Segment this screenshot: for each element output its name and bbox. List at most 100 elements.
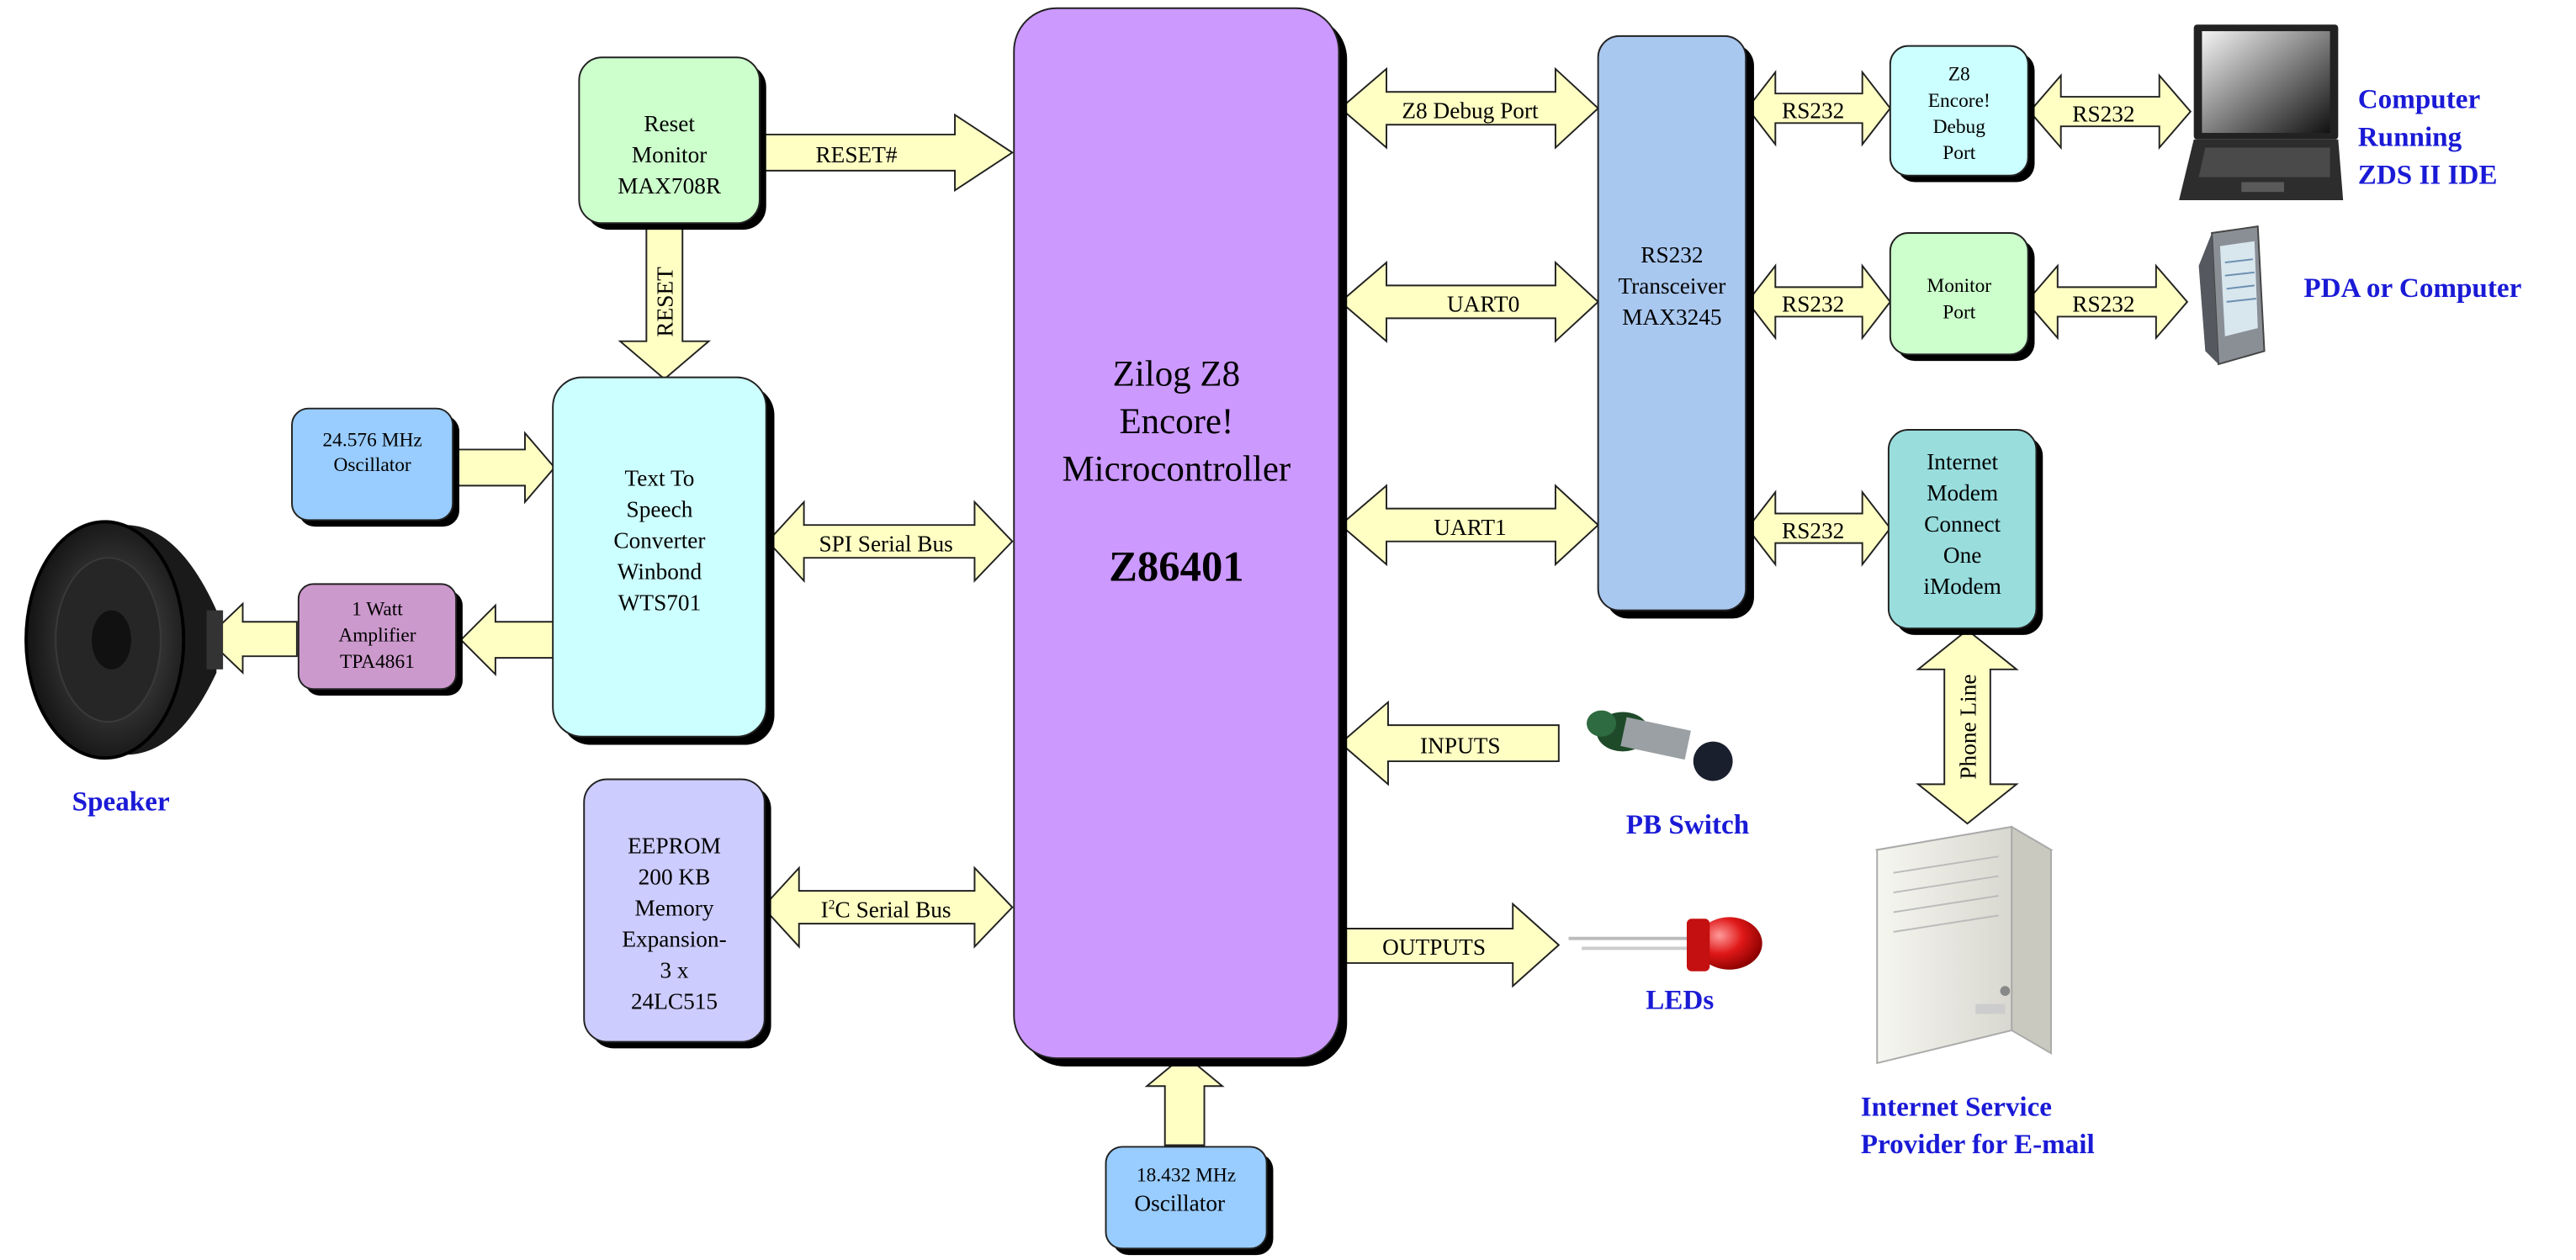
monitor-port-block: Monitor Port bbox=[1889, 231, 2035, 362]
imodem-line-5: iModem bbox=[1923, 574, 2001, 599]
oscillator-18mhz-block: 18.432 MHz Oscillator bbox=[1105, 1146, 1274, 1256]
rs232-label-e: RS232 bbox=[1782, 518, 1844, 543]
imodem-line-1: Internet bbox=[1927, 449, 1998, 474]
imodem-block: Internet Modem Connect One iModem bbox=[1887, 429, 2043, 635]
tts-line-2: Speech bbox=[627, 496, 693, 521]
inputs-arrow: INPUTS bbox=[1338, 700, 1560, 786]
rs232-xcvr-line-2: Transceiver bbox=[1618, 273, 1725, 299]
phone-line-label: Phone Line bbox=[1955, 675, 1980, 780]
text-to-speech-block: Text To Speech Converter Winbond WTS701 bbox=[552, 376, 775, 745]
uart0-arrow: UART0 bbox=[1338, 260, 1600, 343]
reset-bus-label: RESET# bbox=[815, 142, 897, 167]
arrows-layer: RESET# RESET SPI Serial Bus I2C Serial B… bbox=[205, 66, 2192, 1146]
computer-label-line-1: Computer bbox=[2358, 84, 2480, 115]
rs232-label-b: RS232 bbox=[2072, 101, 2134, 126]
speaker-icon bbox=[24, 520, 224, 760]
osc24-line-2: Oscillator bbox=[333, 454, 411, 476]
eeprom-line-2: 200 KB bbox=[639, 864, 711, 889]
rs232-xcvr-line-3: MAX3245 bbox=[1622, 304, 1721, 330]
outputs-arrow: OUTPUTS bbox=[1339, 902, 1561, 988]
eeprom-line-5: 3 x bbox=[660, 958, 688, 983]
server-tower-icon bbox=[1874, 825, 2054, 1065]
rs232-xcvr-line-1: RS232 bbox=[1640, 242, 1703, 267]
amp-line-1: 1 Watt bbox=[352, 598, 403, 620]
eeprom-line-3: Memory bbox=[634, 895, 713, 920]
mcu-line-1: Zilog Z8 bbox=[1113, 354, 1240, 394]
reset-monitor-line-2: Monitor bbox=[632, 142, 707, 167]
rs232-arrow-e: RS232 bbox=[1746, 490, 1892, 567]
laptop-icon bbox=[2179, 24, 2344, 200]
i2c-label: I2C Serial Bus bbox=[821, 897, 951, 922]
eeprom-line-1: EEPROM bbox=[628, 833, 721, 858]
debug-port-line-4: Port bbox=[1943, 142, 1975, 164]
speaker-label: Speaker bbox=[72, 786, 170, 818]
debug-port-line-1: Z8 bbox=[1948, 64, 1970, 86]
led-icon bbox=[1568, 917, 1762, 971]
debug-port-line-2: Encore! bbox=[1928, 90, 1990, 112]
amp-line-3: TPA4861 bbox=[340, 651, 415, 673]
rs232-arrow-c: RS232 bbox=[1746, 263, 1892, 341]
tts-line-3: Converter bbox=[613, 527, 705, 553]
tts-to-amp-arrow bbox=[459, 603, 556, 677]
pushbutton-switch-icon bbox=[1586, 710, 1733, 781]
monitor-port-line-2: Port bbox=[1943, 301, 1975, 323]
eeprom-block: EEPROM 200 KB Memory Expansion- 3 x 24LC… bbox=[583, 778, 771, 1049]
imodem-line-3: Connect bbox=[1924, 511, 2001, 537]
uart1-arrow: UART1 bbox=[1338, 484, 1600, 567]
rs232-transceiver-block: RS232 Transceiver MAX3245 bbox=[1597, 34, 1754, 619]
pda-label: PDA or Computer bbox=[2303, 273, 2521, 304]
spi-arrow: SPI Serial Bus bbox=[766, 500, 1014, 583]
leds-label: LEDs bbox=[1646, 985, 1714, 1016]
outputs-label: OUTPUTS bbox=[1382, 934, 1486, 960]
imodem-line-4: One bbox=[1943, 543, 1981, 568]
rs232-arrow-b: RS232 bbox=[2028, 73, 2192, 151]
reset-down-arrow: RESET bbox=[617, 224, 712, 380]
mcu-part-number: Z86401 bbox=[1109, 543, 1244, 590]
imodem-line-2: Modem bbox=[1927, 480, 1998, 506]
tts-line-1: Text To bbox=[625, 465, 695, 490]
eeprom-line-4: Expansion- bbox=[622, 926, 726, 951]
z8-debug-label: Z8 Debug Port bbox=[1402, 98, 1539, 123]
isp-label-line-1: Internet Service bbox=[1861, 1091, 2052, 1122]
osc18-line-1: 18.432 MHz bbox=[1137, 1164, 1236, 1186]
computer-label-line-3: ZDS II IDE bbox=[2358, 159, 2498, 190]
mcu-line-3: Microcontroller bbox=[1063, 450, 1291, 490]
amplifier-block: 1 Watt Amplifier TPA4861 bbox=[297, 583, 463, 696]
rs232-label-a: RS232 bbox=[1782, 98, 1844, 123]
reset-monitor-line-1: Reset bbox=[644, 111, 695, 136]
isp-label-line-2: Provider for E-mail bbox=[1861, 1129, 2095, 1160]
mcu-line-2: Encore! bbox=[1119, 402, 1233, 442]
rs232-arrow-d: RS232 bbox=[2025, 263, 2189, 341]
inputs-label: INPUTS bbox=[1420, 733, 1501, 758]
oscillator-24mhz-block: 24.576 MHz Oscillator bbox=[291, 407, 459, 527]
phone-line-arrow: Phone Line bbox=[1916, 628, 2019, 825]
rs232-label-d: RS232 bbox=[2072, 292, 2134, 317]
rs232-arrow-a: RS232 bbox=[1746, 69, 1892, 147]
tts-line-5: WTS701 bbox=[618, 590, 702, 616]
amp-to-speaker-arrow bbox=[205, 601, 298, 675]
external-labels: Computer Running ZDS II IDE PDA or Compu… bbox=[72, 84, 2522, 1160]
rs232-label-c: RS232 bbox=[1782, 292, 1844, 317]
debug-port-block: Z8 Encore! Debug Port bbox=[1889, 45, 2035, 183]
osc18-line-2: Oscillator bbox=[1134, 1190, 1225, 1215]
debug-port-line-3: Debug bbox=[1933, 116, 1986, 138]
monitor-port-line-1: Monitor bbox=[1927, 275, 1991, 297]
reset-monitor-line-3: MAX708R bbox=[617, 173, 722, 199]
pda-icon bbox=[2198, 225, 2266, 366]
i2c-arrow: I2C Serial Bus bbox=[761, 866, 1014, 949]
osc24-arrow bbox=[455, 431, 556, 505]
reset-bus-arrow: RESET# bbox=[760, 113, 1015, 193]
blocks-layer: Zilog Z8 Encore! Microcontroller Z86401 … bbox=[291, 7, 2043, 1256]
eeprom-line-6: 24LC515 bbox=[631, 989, 718, 1014]
pb-switch-label: PB Switch bbox=[1626, 809, 1749, 840]
z8-debug-arrow: Z8 Debug Port bbox=[1338, 66, 1600, 150]
spi-label: SPI Serial Bus bbox=[819, 531, 952, 556]
uart0-label: UART0 bbox=[1447, 292, 1519, 317]
microcontroller-block: Zilog Z8 Encore! Microcontroller Z86401 bbox=[1013, 7, 1348, 1067]
computer-label-line-2: Running bbox=[2358, 122, 2462, 153]
uart1-label: UART1 bbox=[1434, 515, 1506, 540]
osc18-arrow bbox=[1144, 1053, 1225, 1146]
amp-line-2: Amplifier bbox=[338, 625, 416, 647]
reset-down-label: RESET bbox=[653, 267, 678, 337]
